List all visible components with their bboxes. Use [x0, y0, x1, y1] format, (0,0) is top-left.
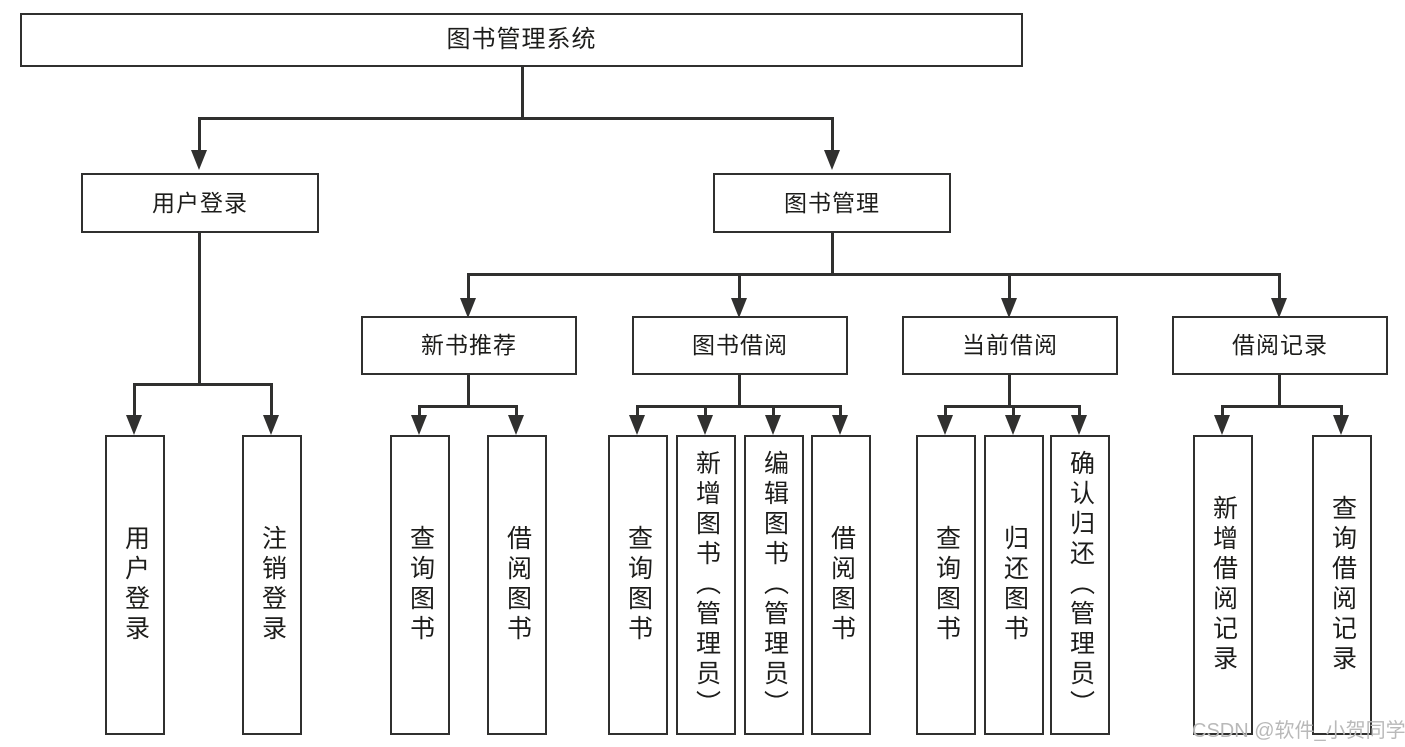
- leaf-borrow-record-0[interactable]: 新增借阅记录: [1193, 435, 1253, 735]
- leaf-user-login-0[interactable]: 用户登录: [105, 435, 165, 735]
- node-label: 当前借阅: [962, 332, 1058, 359]
- node-label: 查询图书: [932, 525, 961, 645]
- connector-drop-leaf-bb-2: [772, 405, 775, 419]
- connector-drop-book-borrow: [738, 273, 741, 303]
- connector-book-borrow-bus: [636, 405, 840, 408]
- watermark-csdn: CSDN @软件_小贺同学: [1192, 720, 1405, 742]
- connector-drop-current-borrow: [1008, 273, 1011, 303]
- arrowhead-user-login: [191, 150, 207, 170]
- connector-drop-leaf-bb-0: [636, 405, 639, 419]
- connector-drop-leaf-bb-1: [704, 405, 707, 419]
- arrowhead-leaf-user-login-0: [126, 415, 142, 435]
- node-label: 查询借阅记录: [1328, 495, 1357, 675]
- connector-drop-leaf-cb-1: [1012, 405, 1015, 419]
- arrowhead-leaf-nbr-1: [508, 415, 524, 435]
- node-label: 查询图书: [624, 525, 653, 645]
- arrowhead-new-book-recommend: [460, 298, 476, 318]
- connector-borrow-record-stem: [1278, 375, 1281, 407]
- connector-current-borrow-stem: [1008, 375, 1011, 407]
- leaf-book-borrow-3[interactable]: 借阅图书: [811, 435, 871, 735]
- connector-drop-leaf-br-1: [1340, 405, 1343, 419]
- node-label: 新书推荐: [421, 332, 517, 359]
- arrowhead-borrow-record: [1271, 298, 1287, 318]
- connector-borrow-record-bus: [1221, 405, 1343, 408]
- leaf-book-borrow-2[interactable]: 编辑图书（管理员）: [744, 435, 804, 735]
- leaf-new-book-recommend-0[interactable]: 查询图书: [390, 435, 450, 735]
- node-label: 图书管理系统: [446, 26, 597, 54]
- arrowhead-leaf-cb-2: [1071, 415, 1087, 435]
- connector-drop-leaf-user-login-1: [270, 383, 273, 418]
- arrowhead-book-management: [824, 150, 840, 170]
- connector-new-book-recommend-bus: [418, 405, 518, 408]
- node-label: 确认归还（管理员）: [1066, 450, 1095, 720]
- node-label: 用户登录: [121, 525, 150, 645]
- arrowhead-book-borrow: [731, 298, 747, 318]
- connector-level3-bus: [467, 273, 1281, 276]
- arrowhead-leaf-cb-1: [1005, 415, 1021, 435]
- connector-book-borrow-stem: [738, 375, 741, 407]
- connector-drop-leaf-nbr-1: [515, 405, 518, 419]
- node-current-borrow[interactable]: 当前借阅: [902, 316, 1118, 375]
- node-label: 归还图书: [1000, 525, 1029, 645]
- arrowhead-leaf-user-login-1: [263, 415, 279, 435]
- leaf-borrow-record-1[interactable]: 查询借阅记录: [1312, 435, 1372, 735]
- arrowhead-leaf-cb-0: [937, 415, 953, 435]
- leaf-book-borrow-0[interactable]: 查询图书: [608, 435, 668, 735]
- arrowhead-leaf-bb-3: [832, 415, 848, 435]
- connector-drop-leaf-cb-2: [1078, 405, 1081, 419]
- connector-drop-new-book-recommend: [467, 273, 470, 303]
- node-label: 图书管理: [784, 189, 880, 216]
- node-label: 借阅图书: [503, 525, 532, 645]
- connector-drop-borrow-record: [1278, 273, 1281, 303]
- arrowhead-leaf-nbr-0: [411, 415, 427, 435]
- node-label: 新增借阅记录: [1209, 495, 1238, 675]
- connector-level2-bus: [198, 117, 834, 120]
- leaf-user-login-1[interactable]: 注销登录: [242, 435, 302, 735]
- node-label: 注销登录: [258, 525, 287, 645]
- node-root-book-management-system[interactable]: 图书管理系统: [20, 13, 1023, 67]
- arrowhead-leaf-bb-1: [697, 415, 713, 435]
- arrowhead-leaf-bb-0: [629, 415, 645, 435]
- connector-drop-leaf-user-login-0: [133, 383, 136, 418]
- node-book-borrow[interactable]: 图书借阅: [632, 316, 848, 375]
- connector-drop-leaf-br-0: [1221, 405, 1224, 419]
- connector-drop-leaf-nbr-0: [418, 405, 421, 419]
- leaf-book-borrow-1[interactable]: 新增图书（管理员）: [676, 435, 736, 735]
- leaf-current-borrow-1[interactable]: 归还图书: [984, 435, 1044, 735]
- connector-book-management-stem: [831, 233, 834, 275]
- node-book-management[interactable]: 图书管理: [713, 173, 951, 233]
- arrowhead-leaf-br-1: [1333, 415, 1349, 435]
- node-user-login[interactable]: 用户登录: [81, 173, 319, 233]
- connector-drop-leaf-cb-0: [944, 405, 947, 419]
- node-new-book-recommend[interactable]: 新书推荐: [361, 316, 577, 375]
- connector-root-stem: [521, 67, 524, 119]
- connector-user-login-stem: [198, 233, 201, 385]
- connector-new-book-recommend-stem: [467, 375, 470, 407]
- arrowhead-current-borrow: [1001, 298, 1017, 318]
- arrowhead-leaf-br-0: [1214, 415, 1230, 435]
- leaf-current-borrow-0[interactable]: 查询图书: [916, 435, 976, 735]
- node-borrow-record[interactable]: 借阅记录: [1172, 316, 1388, 375]
- connector-user-login-bus: [133, 383, 272, 386]
- leaf-new-book-recommend-1[interactable]: 借阅图书: [487, 435, 547, 735]
- arrowhead-leaf-bb-2: [765, 415, 781, 435]
- node-label: 查询图书: [406, 525, 435, 645]
- node-label: 借阅记录: [1232, 332, 1328, 359]
- node-label: 图书借阅: [692, 332, 788, 359]
- node-label: 新增图书（管理员）: [692, 450, 721, 720]
- node-label: 用户登录: [152, 189, 248, 216]
- leaf-current-borrow-2[interactable]: 确认归还（管理员）: [1050, 435, 1110, 735]
- connector-drop-user-login: [198, 117, 201, 152]
- connector-drop-book-management: [831, 117, 834, 152]
- connector-drop-leaf-bb-3: [839, 405, 842, 419]
- node-label: 编辑图书（管理员）: [760, 450, 789, 720]
- node-label: 借阅图书: [827, 525, 856, 645]
